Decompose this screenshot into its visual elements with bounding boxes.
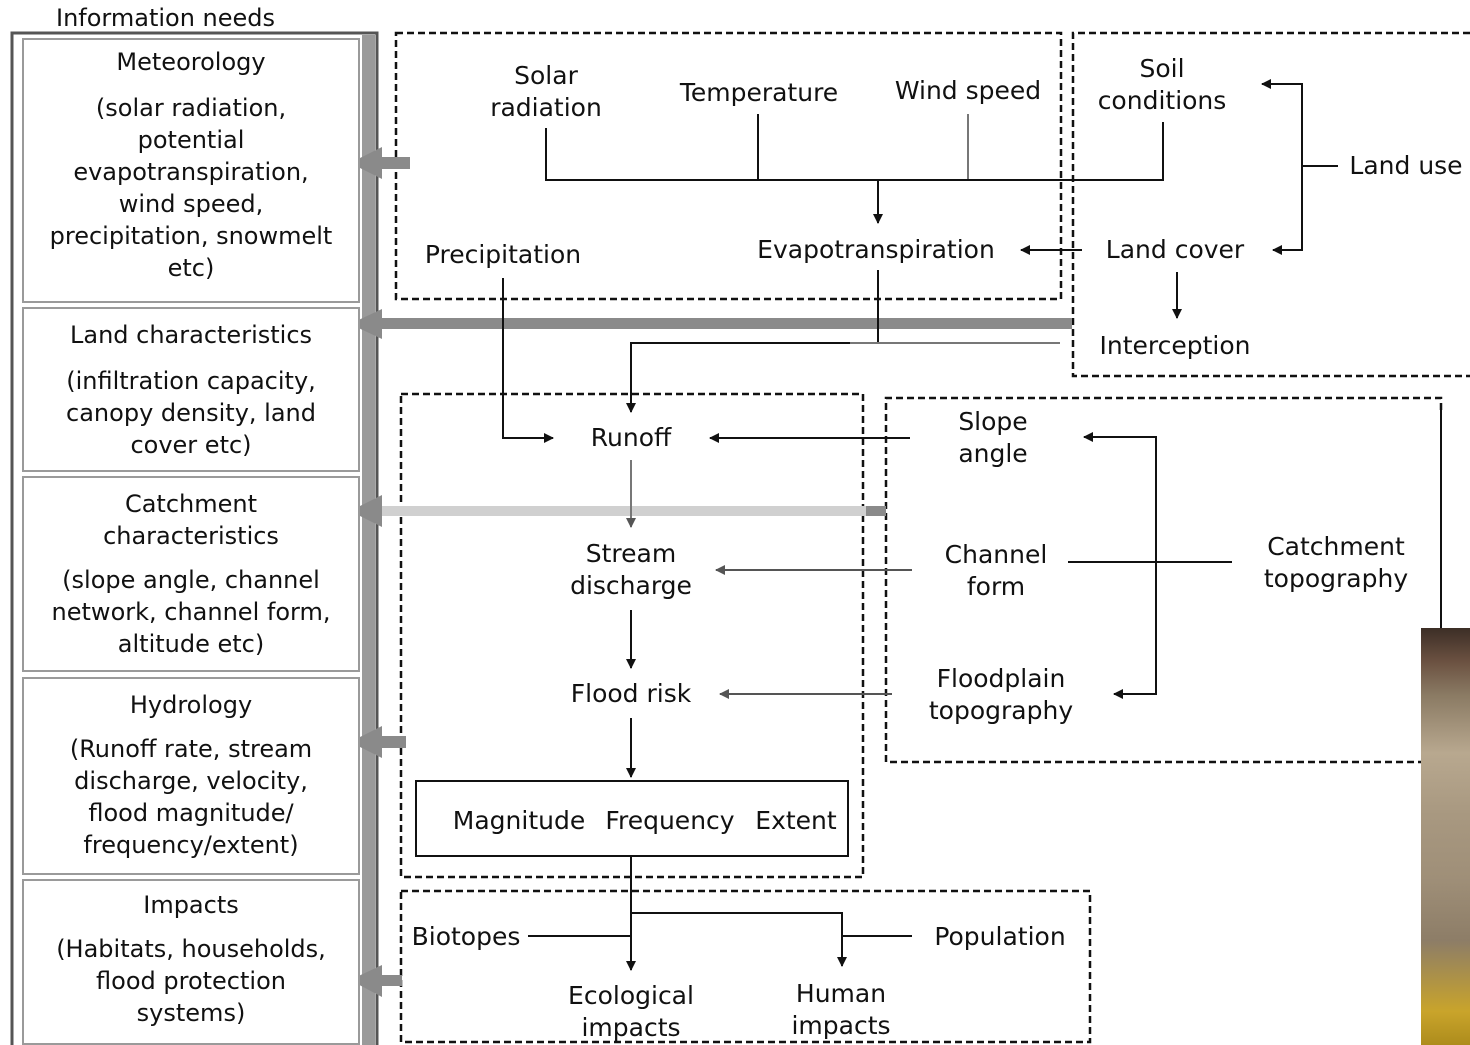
panel-title: Catchment characteristics	[103, 490, 279, 550]
node-frequency: Frequency	[605, 806, 735, 835]
panel-impacts: Impacts (Habitats, households, flood pro…	[22, 879, 360, 1045]
node-human-impacts: Human impacts	[791, 979, 891, 1040]
panel-body: (Runoff rate, stream discharge, velocity…	[69, 735, 313, 859]
node-land-cover: Land cover	[1105, 235, 1245, 264]
node-population: Population	[934, 922, 1066, 951]
information-needs-spine	[362, 35, 375, 1045]
impacts-link-head	[350, 965, 382, 997]
node-ecological-impacts: Ecological impacts	[568, 981, 694, 1042]
catchment-topo-to-slope	[1083, 432, 1157, 562]
panel-title: Meteorology	[116, 48, 266, 76]
node-biotopes: Biotopes	[411, 922, 521, 951]
outcome-to-human	[631, 912, 847, 967]
land-use-to-cover	[1272, 166, 1303, 255]
information-needs-heading: Information needs	[56, 4, 276, 32]
evap-to-runoff	[626, 270, 879, 413]
land-group-box	[1071, 31, 1470, 378]
node-precipitation: Precipitation	[424, 240, 582, 269]
meteorology-link-head	[350, 147, 382, 179]
node-interception: Interception	[1099, 331, 1251, 360]
catchment-link-head	[350, 495, 382, 527]
panel-meteorology: Meteorology (solar radiation, potential …	[22, 38, 360, 303]
land-link-head	[350, 309, 382, 339]
node-wind-speed: Wind speed	[894, 76, 1042, 105]
impacts-group-box	[399, 889, 1092, 1044]
solar-to-evap	[545, 128, 883, 224]
node-solar-radiation: Solar radiation	[490, 61, 602, 122]
meteorology-link-bar	[382, 157, 410, 169]
panel-body: (slope angle, channel network, channel f…	[51, 566, 331, 658]
flood-photo-fragment	[1421, 628, 1470, 1045]
node-catchment-topography: Catchment topography	[1263, 532, 1409, 593]
node-evapotranspiration: Evapotranspiration	[757, 235, 995, 264]
node-floodplain-topography: Floodplain topography	[928, 664, 1074, 725]
node-soil-conditions: Soil conditions	[1097, 54, 1227, 115]
node-magnitude: Magnitude	[452, 806, 586, 835]
node-extent: Extent	[755, 806, 837, 835]
impacts-link-bar	[382, 975, 402, 986]
panel-land-characteristics: Land characteristics (infiltration capac…	[22, 307, 360, 472]
panel-hydrology: Hydrology (Runoff rate, stream discharge…	[22, 677, 360, 875]
hydrology-link-bar	[382, 736, 406, 748]
node-stream-discharge: Stream discharge	[570, 539, 692, 600]
panel-title: Hydrology	[129, 691, 253, 719]
panel-body: (Habitats, households, flood protection …	[56, 935, 326, 1027]
hydrology-link-head	[350, 726, 382, 758]
soil-line	[878, 122, 1164, 181]
node-flood-risk: Flood risk	[570, 679, 692, 708]
node-temperature: Temperature	[679, 78, 839, 107]
panel-title: Land characteristics	[69, 321, 313, 349]
catchment-link-tip	[866, 506, 886, 516]
node-runoff: Runoff	[590, 423, 672, 452]
panel-title: Impacts	[143, 891, 239, 919]
catchment-topo-to-floodplain	[1113, 562, 1157, 699]
panel-body: (infiltration capacity, canopy density, …	[66, 367, 316, 459]
catchment-group-box	[884, 396, 1470, 764]
node-land-use: Land use	[1349, 151, 1463, 180]
catchment-link-bar	[382, 506, 866, 516]
land-use-to-soil	[1261, 79, 1303, 166]
panel-catchment-characteristics: Catchment characteristics (slope angle, …	[22, 476, 360, 672]
precip-to-runoff	[502, 278, 554, 443]
land-link-bar	[382, 318, 1072, 329]
node-channel-form: Channel form	[944, 540, 1048, 601]
panel-body: (solar radiation, potential evapotranspi…	[49, 94, 333, 282]
node-slope-angle: Slope angle	[958, 407, 1028, 468]
